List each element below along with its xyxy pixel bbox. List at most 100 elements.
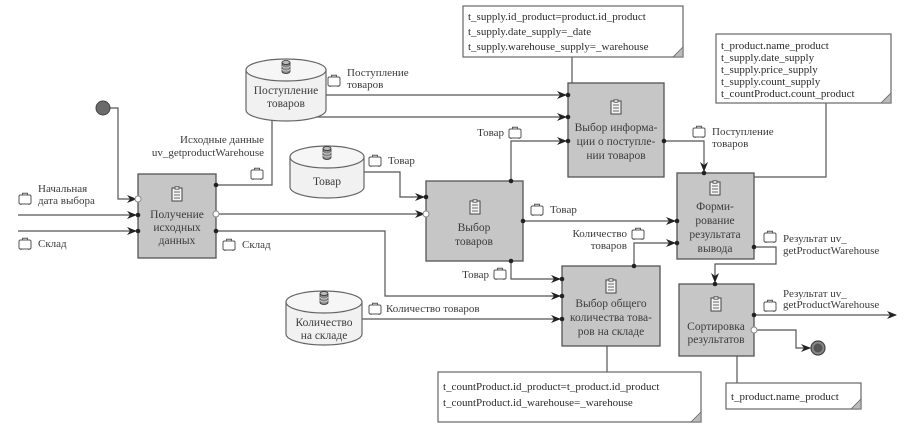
store-label: Товар — [313, 176, 341, 188]
checklist-icon — [171, 186, 183, 202]
process-label: исходных — [153, 222, 201, 234]
briefcase-icon — [763, 230, 777, 243]
port-dot — [751, 244, 757, 250]
briefcase-icon — [222, 238, 236, 251]
checklist-icon — [610, 99, 622, 115]
briefcase-icon — [368, 154, 382, 167]
process-label: Форми- — [696, 201, 734, 213]
note-count-conditions[interactable]: t_countProduct.id_product=t_product.id_p… — [437, 371, 702, 423]
process-label: ции о поступле- — [577, 136, 656, 148]
process-label: Получение — [150, 209, 204, 221]
flow-label: товаров — [347, 79, 383, 91]
port-dot — [213, 228, 219, 234]
database-icon — [281, 60, 291, 74]
port-dot — [135, 228, 141, 234]
connectors — [18, 57, 897, 383]
port-dot — [212, 210, 220, 218]
port-dot — [213, 182, 219, 188]
ports — [134, 92, 758, 334]
process-select-goods[interactable]: Выбор товаров — [425, 180, 524, 262]
briefcase-icon — [368, 302, 382, 315]
database-icon — [322, 146, 332, 160]
port-dot — [423, 194, 429, 200]
process-label: результатов — [687, 334, 745, 346]
store-label: Поступление — [254, 85, 318, 97]
port-dot — [134, 195, 142, 203]
flow-p4-to-p6 — [711, 246, 777, 283]
note-line: t_supply.date_supply — [721, 52, 815, 64]
flow-label: Результат uv_ — [783, 233, 847, 245]
note-line: t_countProduct.count_product — [721, 88, 855, 100]
store-label: товаров — [267, 98, 306, 110]
checklist-icon — [469, 199, 481, 215]
process-label: результата — [689, 229, 740, 241]
process-label: количества това- — [570, 312, 652, 324]
note-line: t_supply.warehouse_supply=_warehouse — [468, 41, 649, 53]
port-dot — [520, 218, 526, 224]
port-dot — [422, 210, 430, 218]
process-label: вывода — [698, 243, 733, 255]
port-dot — [565, 92, 571, 98]
briefcase-icon — [530, 203, 544, 216]
process-label: Выбор общего — [575, 298, 647, 310]
note-line: t_supply.id_product=product.id_product — [468, 11, 646, 23]
note-line: t_supply.price_supply — [721, 64, 818, 76]
flow-goods-store-to-p2 — [364, 171, 425, 201]
port-dot — [712, 281, 718, 287]
briefcase-icon — [763, 299, 777, 312]
note-result-fields[interactable]: t_product.name_product t_supply.date_sup… — [715, 33, 892, 104]
flow-label: Товар — [388, 155, 415, 167]
flow-label: uv_getproductWarehouse — [152, 147, 264, 159]
flow-label: дата выбора — [38, 195, 95, 207]
note-sort-field[interactable]: t_product.name_product — [725, 382, 862, 410]
briefcase-icon — [250, 167, 264, 180]
store-goods[interactable]: Товар — [289, 145, 365, 199]
port-dot — [508, 258, 514, 264]
process-select-supply-info[interactable]: Выбор информа- ции о поступле- нии товар… — [567, 82, 665, 178]
note-supply-conditions[interactable]: t_supply.id_product=product.id_product t… — [462, 5, 684, 58]
flow-p5-to-p4 — [633, 239, 676, 266]
note-line: t_countProduct.id_warehouse=_warehouse — [443, 397, 633, 409]
store-label: на складе — [301, 330, 348, 342]
process-sort-results[interactable]: Сортировка результатов — [678, 283, 755, 357]
note-line: t_supply.count_supply — [721, 76, 821, 88]
flow-warehouse-to-p5 — [216, 230, 561, 300]
store-stock-count[interactable]: Количество на складе — [285, 290, 363, 346]
flow-label: getProductWarehouse — [783, 299, 879, 311]
flow-label: Поступление — [712, 126, 774, 138]
process-select-total-stock[interactable]: Выбор общего количества това- ров на скл… — [561, 265, 661, 347]
process-label: данных — [159, 235, 196, 247]
flow-label: Исходные данные — [180, 134, 264, 146]
port-dot — [631, 263, 637, 269]
port-dot — [661, 138, 667, 144]
flow-label: Склад — [38, 238, 67, 250]
flow-p3-to-p4 — [664, 140, 708, 172]
port-dot — [750, 326, 758, 334]
flow-label: getProductWarehouse — [783, 245, 879, 257]
flow-label: Начальная — [38, 183, 87, 195]
port-dot — [508, 178, 514, 184]
flow-label: товаров — [712, 138, 748, 150]
briefcase-icon — [692, 125, 706, 138]
checklist-icon — [605, 278, 617, 294]
process-form-result[interactable]: Форми- рование результата вывода — [676, 172, 755, 260]
process-label: Выбор — [458, 222, 491, 234]
flow-label: Количество — [572, 228, 627, 240]
process-label: товаров — [455, 236, 494, 248]
checklist-icon — [710, 296, 722, 312]
note-line: t_countProduct.id_product=t_product.id_p… — [443, 381, 659, 393]
flow-label: Товар — [477, 127, 504, 139]
port-dot — [565, 138, 571, 144]
start-event[interactable] — [95, 100, 111, 116]
end-event[interactable] — [810, 340, 826, 356]
store-supply[interactable]: Поступление товаров — [245, 58, 327, 122]
flow-label: товаров — [591, 240, 627, 252]
port-dot — [701, 170, 707, 176]
note-line: t_product.name_product — [721, 40, 829, 52]
flow-source-data — [216, 113, 567, 186]
note-line: t_product.name_product — [731, 391, 839, 403]
process-get-source-data[interactable]: Получение исходных данных — [137, 173, 217, 259]
process-label: ров на складе — [578, 326, 644, 338]
briefcase-icon — [18, 192, 32, 205]
